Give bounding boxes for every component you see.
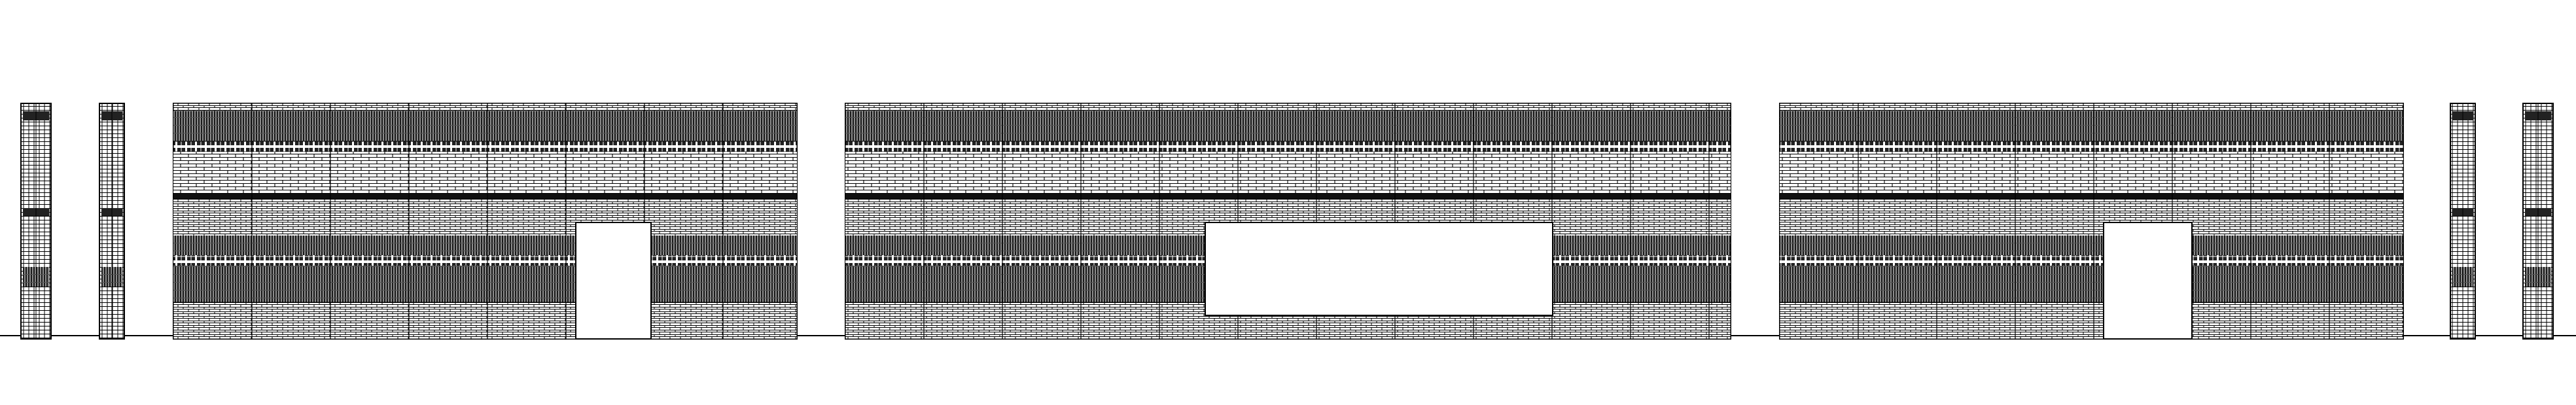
floor-slab [1780, 194, 2403, 199]
base-brick-courses [1779, 302, 2404, 340]
upper-window-row [173, 141, 798, 152]
floor-slab [845, 194, 1731, 199]
upper-louver-band [173, 111, 797, 141]
upper-brick-zone [845, 152, 1731, 194]
lower-window-row [173, 255, 797, 266]
lower-louver-band [173, 266, 797, 302]
lower-louver-band [1780, 266, 2403, 302]
facade-opening [2103, 222, 2193, 340]
middle-louver-band [173, 236, 797, 255]
facade-right [1779, 103, 2404, 340]
middle-louver-band [1780, 236, 2403, 255]
parapet-band [173, 103, 798, 112]
facade-opening [575, 222, 652, 340]
upper-window-row [845, 141, 1731, 152]
facade-left [173, 103, 798, 340]
facade-center [845, 103, 1731, 340]
middle-brick-zone [1780, 199, 2403, 236]
upper-brick-zone [1780, 152, 2403, 194]
middle-brick-zone [173, 199, 797, 236]
floor-slab [173, 194, 797, 199]
parapet-band [845, 103, 1731, 112]
lower-window-row [1780, 255, 2403, 266]
upper-window-row [1779, 141, 2404, 152]
upper-louver-band [845, 111, 1731, 141]
parapet-band [1779, 103, 2404, 112]
side-panel-3 [2450, 103, 2476, 340]
facade-opening [1205, 222, 1553, 316]
side-panel-2 [99, 103, 125, 340]
upper-brick-zone [173, 152, 797, 194]
upper-louver-band [1780, 111, 2403, 141]
side-panel-1 [20, 103, 52, 340]
side-panel-4 [2522, 103, 2554, 340]
base-brick-courses [173, 302, 798, 340]
